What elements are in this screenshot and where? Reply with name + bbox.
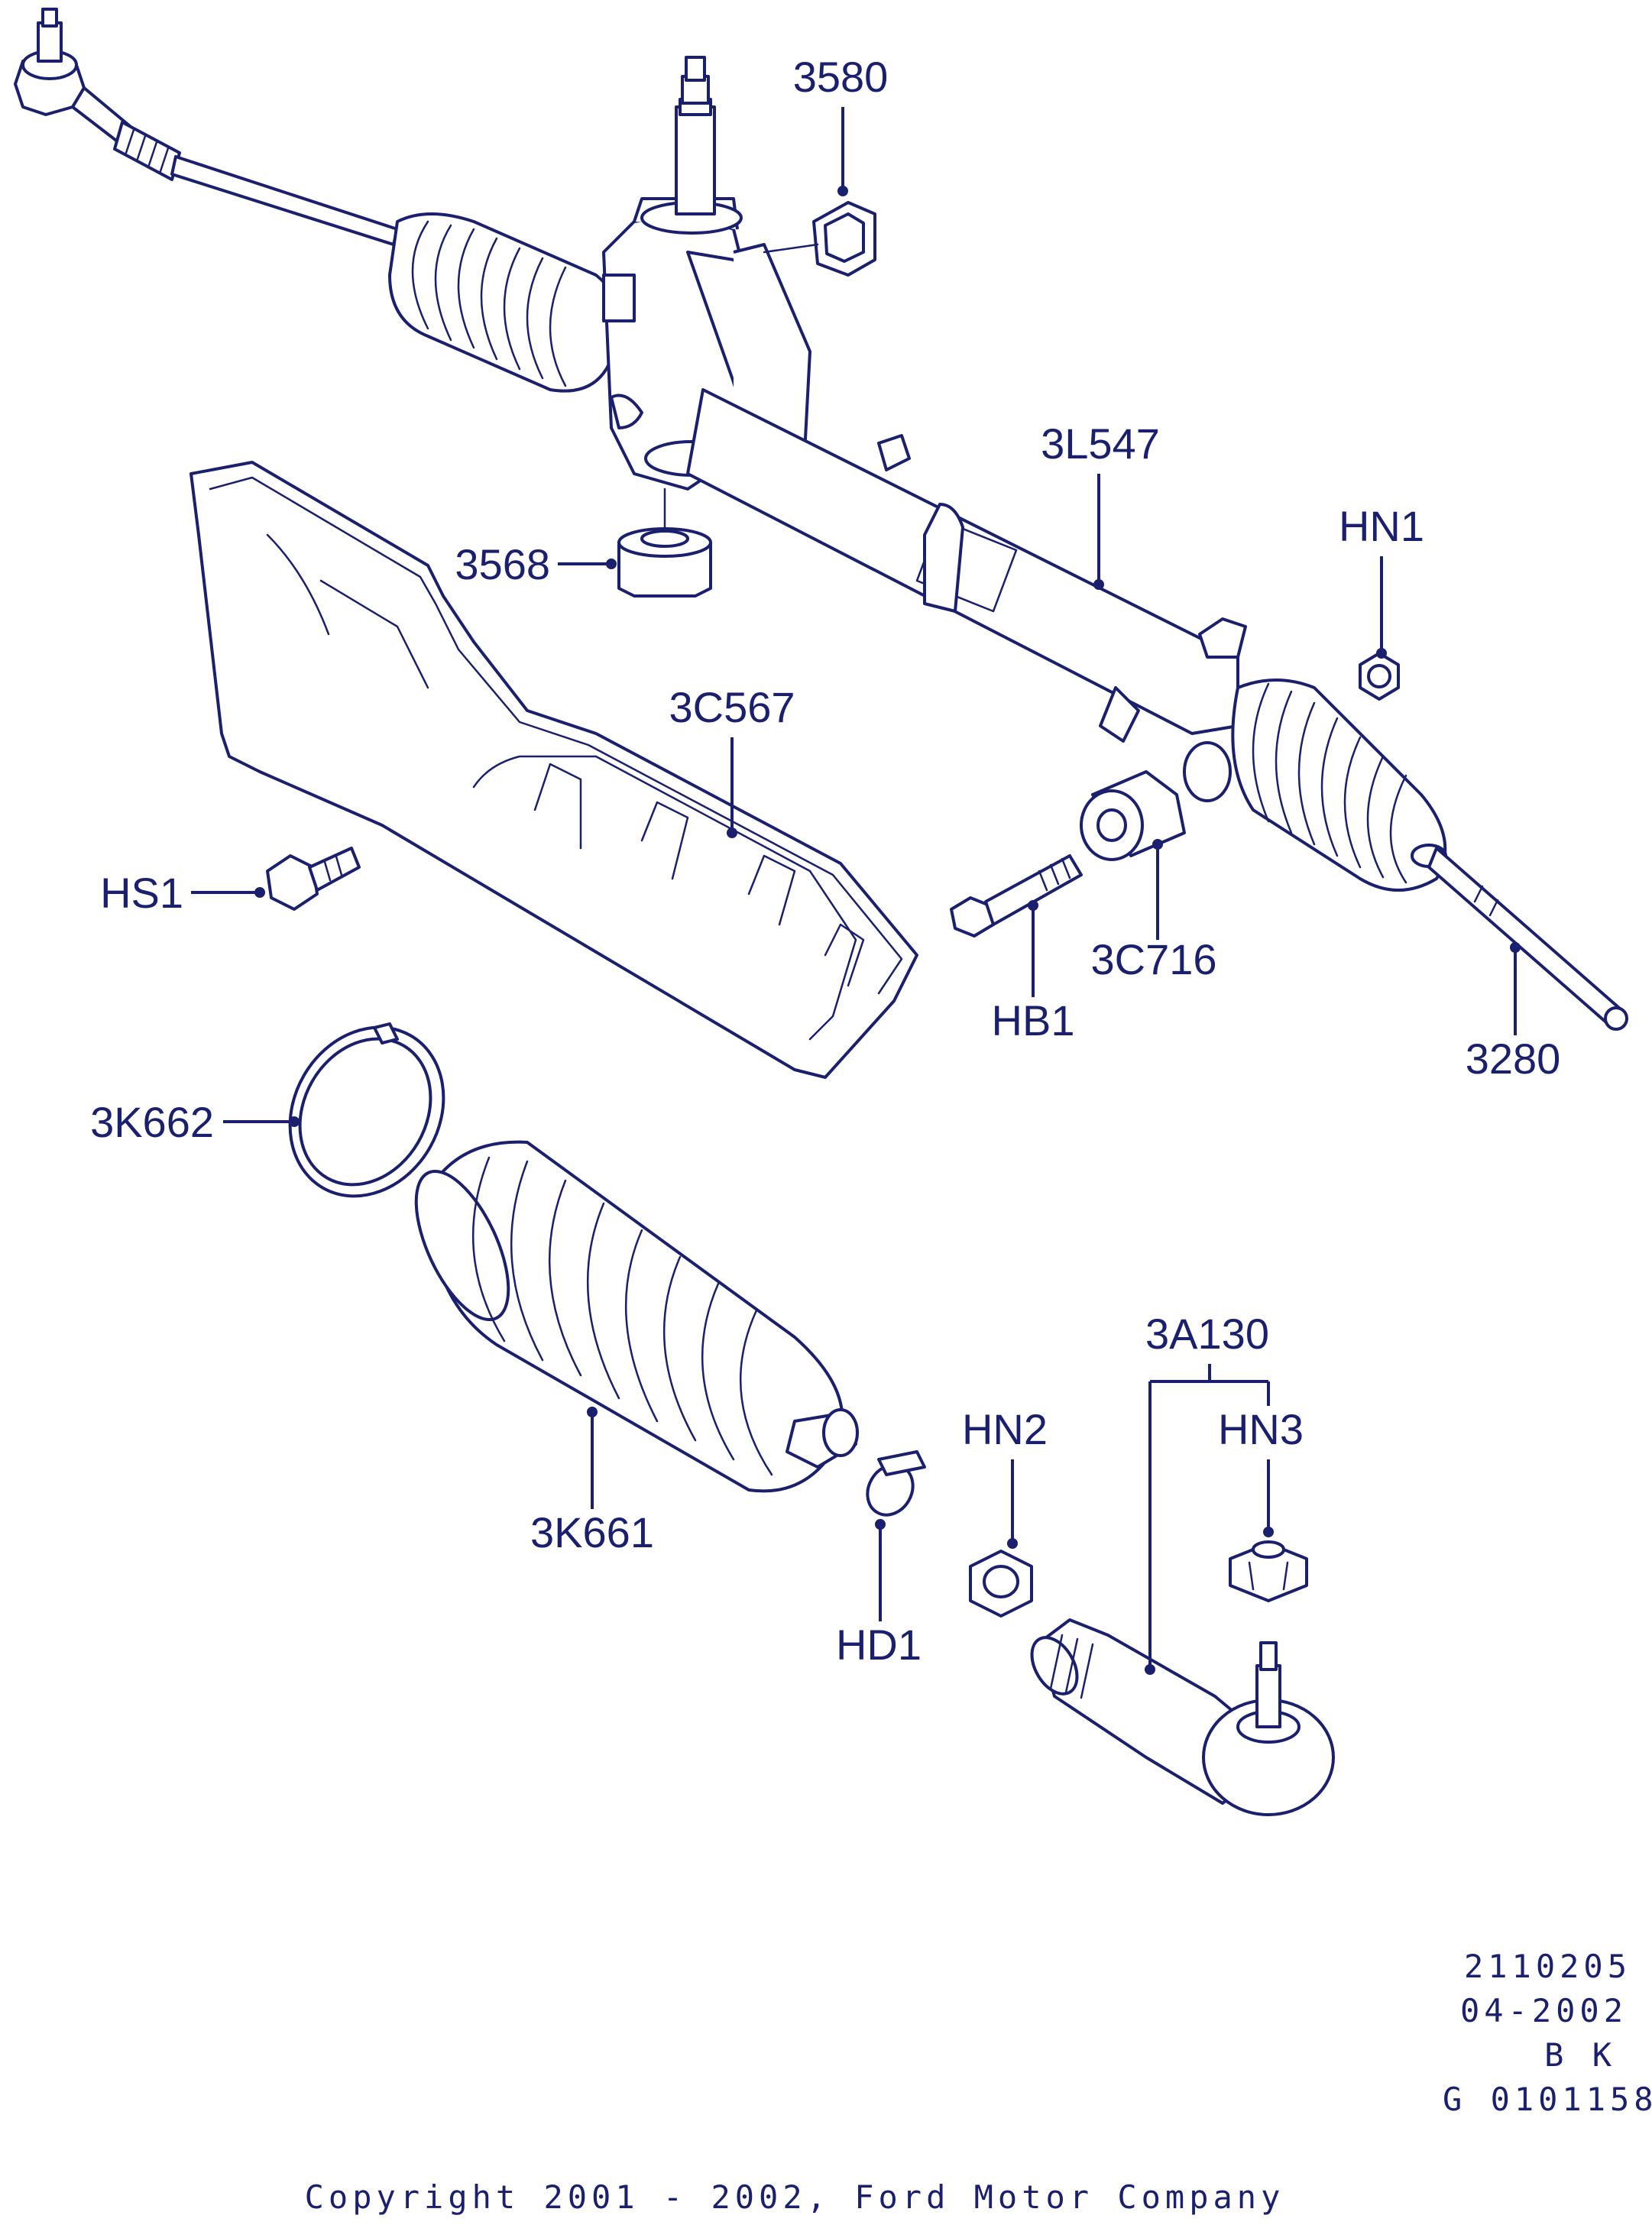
reference-date: 04-2002 (1460, 1992, 1628, 2029)
hd1-clip-drawing (866, 1450, 926, 1517)
part-label-3280: 3280 (1466, 1035, 1561, 1083)
callout-3568: 3568 (455, 540, 617, 588)
callout-3k662: 3K662 (90, 1098, 300, 1146)
part-label-hb1: HB1 (992, 996, 1075, 1044)
part-label-3568: 3568 (455, 540, 550, 588)
callout-hn2: HN2 (962, 1405, 1048, 1549)
left-inner-tie-rod-drawing (170, 155, 399, 246)
tie-rod-end-3a130-drawing (1030, 1618, 1335, 1816)
hb1-bolt-drawing (950, 854, 1083, 938)
part-label-3l547: 3L547 (1041, 419, 1160, 468)
inner-tie-rod-drawing (1427, 847, 1628, 1031)
hn3-nut-drawing (1229, 1540, 1308, 1602)
part-label-hn2: HN2 (962, 1405, 1048, 1453)
part-label-3k661: 3K661 (530, 1508, 654, 1556)
callout-3a130: 3A130 (1145, 1310, 1270, 1675)
part-label-hn3: HN3 (1218, 1405, 1304, 1453)
part-label-3a130: 3A130 (1145, 1310, 1269, 1358)
copyright-notice: Copyright 2001 - 2002, Ford Motor Compan… (305, 2178, 1285, 2216)
drawing-reference-block: 2110205 04-2002 B K G 0101158 ( (1443, 1948, 1652, 2118)
boot-3k661-drawing (414, 1140, 859, 1493)
left-rack-bellows-drawing (388, 212, 622, 393)
part-label-3580: 3580 (793, 53, 889, 101)
callout-hn1: HN1 (1339, 502, 1424, 659)
callout-3c567: 3C567 (669, 683, 795, 838)
steering-rack-assembly (14, 8, 1447, 892)
part-label-hs1: HS1 (100, 869, 183, 917)
callout-3280: 3280 (1466, 942, 1561, 1083)
callout-hd1: HD1 (836, 1519, 922, 1669)
callout-3c716: 3C716 (1090, 839, 1217, 983)
part-label-hd1: HD1 (836, 1621, 922, 1669)
reference-drawing-id: G 0101158 ( (1443, 2081, 1652, 2118)
callout-hn3: HN3 (1218, 1405, 1304, 1537)
bushing-3c716-drawing (1080, 770, 1186, 861)
clamp-3k662-drawing (288, 1022, 445, 1198)
reference-code: B K (1544, 2036, 1616, 2074)
hs1-screw-drawing (266, 847, 361, 911)
bush-3568-drawing (617, 487, 712, 598)
rack-tube-drawing (686, 388, 1247, 802)
hn2-nut-drawing (969, 1550, 1033, 1618)
callout-3l547: 3L547 (1041, 419, 1160, 590)
seal-nut-3580-drawing (763, 201, 876, 277)
hn1-nut-drawing (1359, 652, 1400, 701)
callout-3580: 3580 (793, 53, 889, 196)
part-label-hn1: HN1 (1339, 502, 1424, 550)
part-label-3k662: 3K662 (90, 1098, 214, 1146)
callout-hs1: HS1 (100, 869, 265, 917)
reference-number: 2110205 (1464, 1948, 1631, 1985)
heat-shield-3c567-drawing (189, 461, 918, 1079)
part-label-3c716: 3C716 (1090, 935, 1216, 983)
callout-3k661: 3K661 (530, 1407, 654, 1556)
callout-hb1: HB1 (992, 900, 1075, 1044)
right-rack-bellows-drawing (1231, 679, 1447, 892)
part-label-3c567: 3C567 (669, 683, 795, 731)
left-tie-rod-end-drawing (14, 8, 181, 181)
